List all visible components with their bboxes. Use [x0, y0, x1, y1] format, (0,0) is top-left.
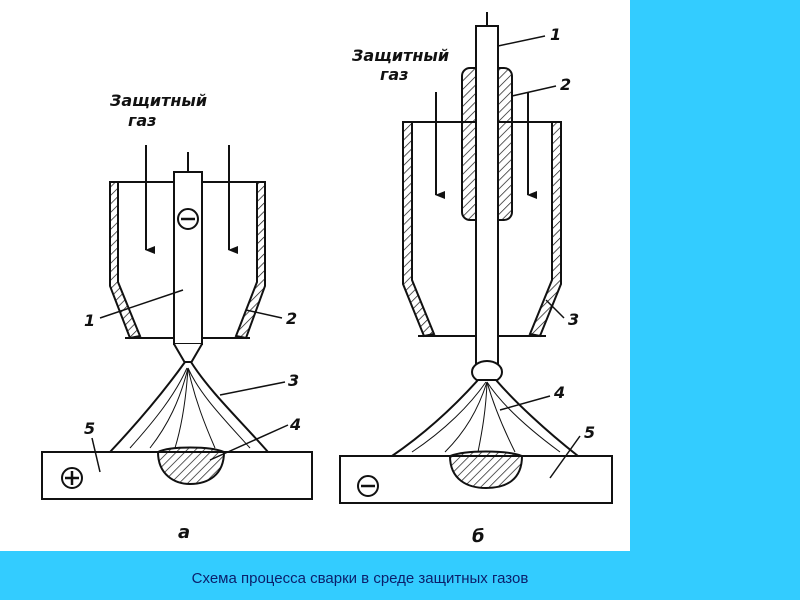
label-4-b: 4	[553, 383, 565, 402]
label-5-a: 5	[84, 419, 95, 438]
nozzle-right-wall-b	[528, 121, 562, 338]
gas-label-a-line1: Защитный	[109, 91, 207, 110]
panel-a: Защитный газ	[41, 91, 313, 543]
caption-b: б	[472, 526, 485, 547]
label-3-a: 3	[288, 371, 299, 390]
weld-pool-b	[448, 450, 524, 490]
electrode-a	[173, 171, 203, 345]
gas-label-a-line2: газ	[128, 111, 156, 130]
panel-b: Защитный газ	[339, 12, 613, 547]
label-4-a: 4	[289, 415, 301, 434]
label-5-b: 5	[584, 423, 595, 442]
nozzle-left-wall-a	[109, 181, 142, 340]
nozzle-left-wall-b	[402, 121, 436, 338]
caption-a: а	[178, 522, 190, 543]
label-2-b: 2	[560, 75, 571, 94]
electrode-wire-b	[475, 25, 499, 367]
label-2-a: 2	[286, 309, 297, 328]
nozzle-right-wall-a	[234, 181, 266, 340]
label-1-a: 1	[84, 311, 95, 330]
label-3-b: 3	[568, 310, 579, 329]
slide-caption: Схема процесса сварки в среде защитных г…	[191, 570, 529, 587]
arc-a	[107, 361, 271, 453]
weld-pool-a	[156, 446, 226, 486]
gas-label-b-line1: Защитный	[351, 46, 449, 65]
label-1-b: 1	[550, 25, 561, 44]
gas-label-b-line2: газ	[380, 65, 408, 84]
